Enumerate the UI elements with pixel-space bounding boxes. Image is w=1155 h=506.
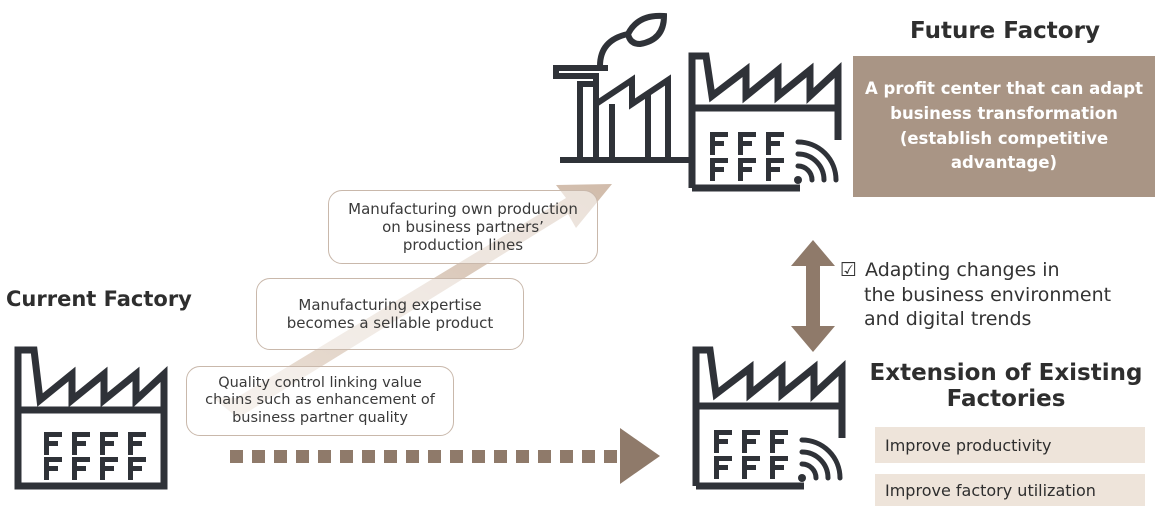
- future-smart-factory-windows: [710, 132, 784, 181]
- extension-smart-factory-windows: [714, 430, 788, 479]
- double-arrow: [791, 240, 835, 352]
- current-factory-title: Current Factory: [6, 287, 192, 311]
- extension-title-line: Factories: [946, 386, 1066, 413]
- step-line: on business partners’: [382, 218, 544, 236]
- future-factory-description: A profit center that can adapt business …: [853, 56, 1155, 197]
- step-line: production lines: [402, 236, 524, 254]
- step-line: Manufacturing own production: [348, 200, 578, 218]
- step-line: business partner quality: [232, 409, 408, 426]
- drivers-line: and digital trends: [864, 308, 1032, 331]
- step-quality-control: Quality control linking value chains suc…: [186, 366, 454, 436]
- current-factory-icon: [14, 346, 168, 490]
- benefit-improve-productivity: Improve productivity: [875, 427, 1145, 463]
- step-own-production: Manufacturing own production on business…: [328, 190, 598, 264]
- dotted-arrow: [230, 428, 660, 484]
- future-desc-line: (establish competitive: [899, 128, 1109, 148]
- benefit-improve-utilization: Improve factory utilization: [875, 474, 1145, 506]
- future-desc-line: advantage): [950, 153, 1058, 173]
- extension-title: Extension of Existing Factories: [860, 360, 1152, 413]
- future-smart-factory-icon: [688, 52, 842, 192]
- step-manufacturing-expertise: Manufacturing expertise becomes a sellab…: [256, 278, 524, 350]
- drivers-line: the business environment: [864, 283, 1112, 306]
- future-desc-line: business transformation: [890, 103, 1118, 123]
- drivers-text: ☑ Adapting changes in the business envir…: [840, 258, 1140, 332]
- current-factory-windows: [44, 432, 146, 480]
- future-desc-line: A profit center that can adapt: [865, 79, 1143, 98]
- step-line: Manufacturing expertise: [298, 296, 482, 314]
- drivers-line: Adapting changes in: [865, 259, 1060, 281]
- future-factory-title: Future Factory: [910, 18, 1100, 44]
- future-wifi-icon: [794, 139, 839, 184]
- step-line: Quality control linking value: [218, 374, 422, 391]
- extension-smart-factory-icon: [692, 346, 846, 490]
- extension-wifi-icon: [798, 437, 843, 482]
- checkbox-icon: ☑: [840, 259, 858, 281]
- step-line: chains such as enhancement of: [205, 392, 435, 409]
- eco-factory-icon: [553, 12, 690, 163]
- extension-title-line: Extension of Existing: [869, 360, 1143, 386]
- step-line: becomes a sellable product: [286, 314, 494, 332]
